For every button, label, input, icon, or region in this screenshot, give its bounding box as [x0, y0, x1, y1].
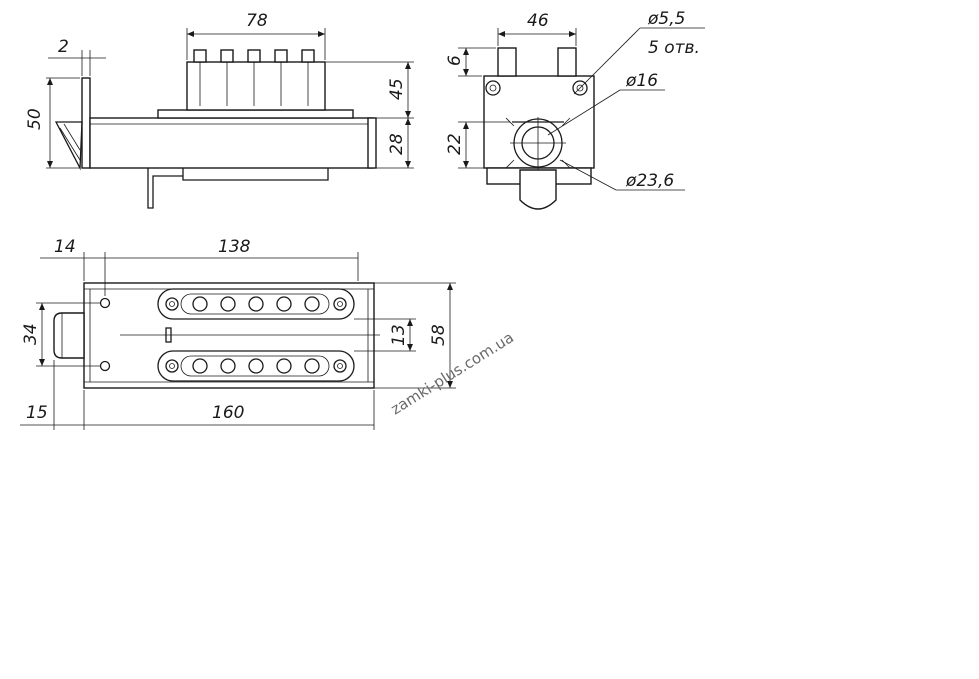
dim-end-offset: 22 [445, 133, 465, 155]
dim-plan-height: 58 [429, 324, 449, 346]
dim-plan-gap: 13 [389, 324, 409, 346]
dim-plan-length: 138 [218, 237, 251, 257]
dim-hole-diameter: ø5,5 [647, 9, 685, 29]
dim-cyl-outer: ø23,6 [625, 171, 674, 191]
dim-side-width: 78 [246, 11, 268, 31]
end-view: 46 6 22 ø5,5 5 отв. ø16 ø23,6 [445, 9, 705, 210]
dim-end-width: 46 [527, 11, 549, 31]
plan-slot-lower [157, 350, 355, 382]
dim-plan-cyl: 34 [21, 323, 41, 345]
dim-plan-knob: 15 [26, 403, 48, 423]
side-pins [193, 49, 315, 106]
dim-plan-total: 160 [212, 403, 244, 423]
dim-side-body: 28 [387, 133, 407, 155]
dim-plan-left: 14 [54, 237, 76, 257]
side-view: 78 2 50 45 28 [25, 11, 414, 209]
dim-side-flange: 2 [58, 37, 69, 57]
dim-end-pin: 6 [445, 55, 465, 66]
plan-view: 14 138 34 13 58 15 160 [20, 237, 456, 430]
dim-side-height: 50 [25, 108, 45, 130]
dim-cyl-diameter: ø16 [625, 71, 658, 91]
dim-side-top: 45 [387, 78, 407, 100]
plan-slot-upper [157, 288, 355, 320]
dim-hole-count: 5 отв. [648, 38, 700, 58]
